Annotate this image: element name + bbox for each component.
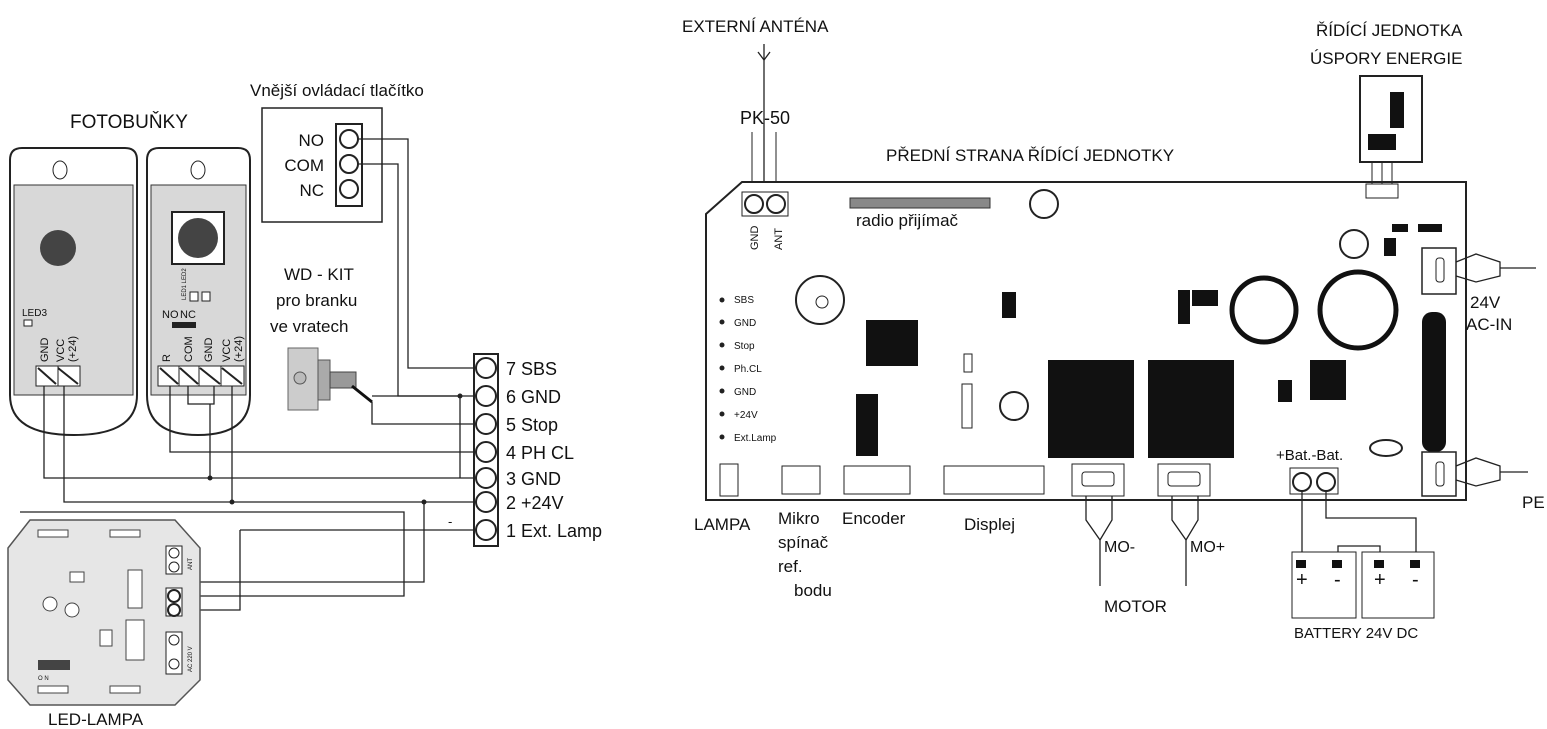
cell1-24-label: (+24) xyxy=(67,336,79,362)
mikro-3: ref. xyxy=(778,557,803,576)
antenna-icon xyxy=(757,44,771,190)
radio-label: radio přijímač xyxy=(856,211,959,230)
cell1-gnd-label: GND xyxy=(39,338,51,363)
photocell-right: LED1 LED2 NO NC R COM GND VCC (+24) xyxy=(146,147,251,437)
led3-label: LED3 xyxy=(22,308,47,319)
terminal-1: 1 Ext. Lamp xyxy=(506,521,602,541)
cell2-nc-label: NC xyxy=(180,309,196,321)
button-com-label: COM xyxy=(284,156,324,175)
encoder-label: Encoder xyxy=(842,509,906,528)
energy-unit xyxy=(1359,75,1423,199)
side-phcl: Ph.CL xyxy=(734,364,762,375)
side-stop: Stop xyxy=(734,341,755,352)
wdkit-line1: WD - KIT xyxy=(284,265,354,284)
bat-minus-1: - xyxy=(1334,569,1341,591)
terminal-6: 6 GND xyxy=(506,387,561,407)
cell2-24-label: (+24) xyxy=(233,336,245,362)
motor-label: MOTOR xyxy=(1104,597,1167,616)
cell2-no-label: NO xyxy=(162,309,179,321)
pk-gnd-label: GND xyxy=(749,226,761,251)
external-button: NO COM NC xyxy=(261,107,383,223)
cell1-vcc-label: VCC xyxy=(55,339,67,362)
board-title: PŘEDNÍ STRANA ŘÍDÍCÍ JEDNOTKY xyxy=(886,146,1174,165)
photocells-title: FOTOBUŇKY xyxy=(70,111,188,133)
side-bullets xyxy=(719,297,725,440)
lamp-onoff-label: O N xyxy=(38,676,49,682)
terminal-7: 7 SBS xyxy=(506,359,557,379)
minus-mark: - xyxy=(448,514,452,529)
lamp-title: LED-LAMPA xyxy=(48,710,144,729)
pe-label: PE xyxy=(1522,493,1545,512)
button-title: Vnější ovládací tlačítko xyxy=(250,81,424,100)
terminal-4: 4 PH CL xyxy=(506,443,574,463)
led-lamp: ANT AC 220 V O N xyxy=(7,519,201,706)
mo-minus-label: MO- xyxy=(1104,539,1135,556)
battery xyxy=(1291,551,1435,619)
side-extlamp: Ext.Lamp xyxy=(734,433,777,444)
cell2-leds-label: LED1 LED2 xyxy=(182,268,188,300)
mikro-2: spínač xyxy=(778,533,829,552)
bat-label: +Bat.-Bat. xyxy=(1276,447,1343,464)
pk-ant-label: ANT xyxy=(773,228,785,250)
lampa-label: LAMPA xyxy=(694,515,751,534)
side-24v: +24V xyxy=(734,410,758,421)
lamp-ant-label: ANT xyxy=(188,558,194,570)
side-sbs: SBS xyxy=(734,295,754,306)
terminal-2: 2 +24V xyxy=(506,493,564,513)
displej-label: Displej xyxy=(964,515,1015,534)
energy-title-2: ÚSPORY ENERGIE xyxy=(1310,49,1462,68)
cell2-vcc-label: VCC xyxy=(221,339,233,362)
terminal-5: 5 Stop xyxy=(506,415,558,435)
lamp-ac-label: AC 220 V xyxy=(188,646,194,672)
wdkit-line2: pro branku xyxy=(276,291,357,310)
cell2-com-label: COM xyxy=(183,336,195,362)
photocell-left: LED3 GND VCC (+24) xyxy=(9,147,138,437)
terminal-block xyxy=(473,353,499,547)
wdkit-line3: ve vratech xyxy=(270,317,348,336)
pk50-label: PK-50 xyxy=(740,108,790,128)
ac-label-2: AC-IN xyxy=(1466,315,1512,334)
ac-label-1: 24V xyxy=(1470,293,1501,312)
mikro-4: bodu xyxy=(794,581,832,600)
button-no-label: NO xyxy=(299,131,325,150)
side-gnd1: GND xyxy=(734,318,756,329)
cell2-gnd-label: GND xyxy=(203,338,215,363)
wdkit-lock xyxy=(287,347,373,411)
bat-plus-1: + xyxy=(1296,569,1308,591)
ac-pe-wires xyxy=(1455,253,1536,487)
battery-label: BATTERY 24V DC xyxy=(1294,625,1418,642)
energy-title-1: ŘÍDÍCÍ JEDNOTKA xyxy=(1316,21,1463,40)
bat-minus-2: - xyxy=(1412,569,1419,591)
bat-plus-2: + xyxy=(1374,569,1386,591)
terminal-3: 3 GND xyxy=(506,469,561,489)
antenna-title: EXTERNÍ ANTÉNA xyxy=(682,17,829,36)
control-board xyxy=(705,181,1467,501)
cell2-r-label: R xyxy=(161,354,173,362)
side-gnd2: GND xyxy=(734,387,756,398)
mo-plus-label: MO+ xyxy=(1190,539,1225,556)
left-wires xyxy=(20,138,476,611)
button-nc-label: NC xyxy=(299,181,324,200)
motor-wires xyxy=(1085,496,1199,586)
mikro-1: Mikro xyxy=(778,509,820,528)
